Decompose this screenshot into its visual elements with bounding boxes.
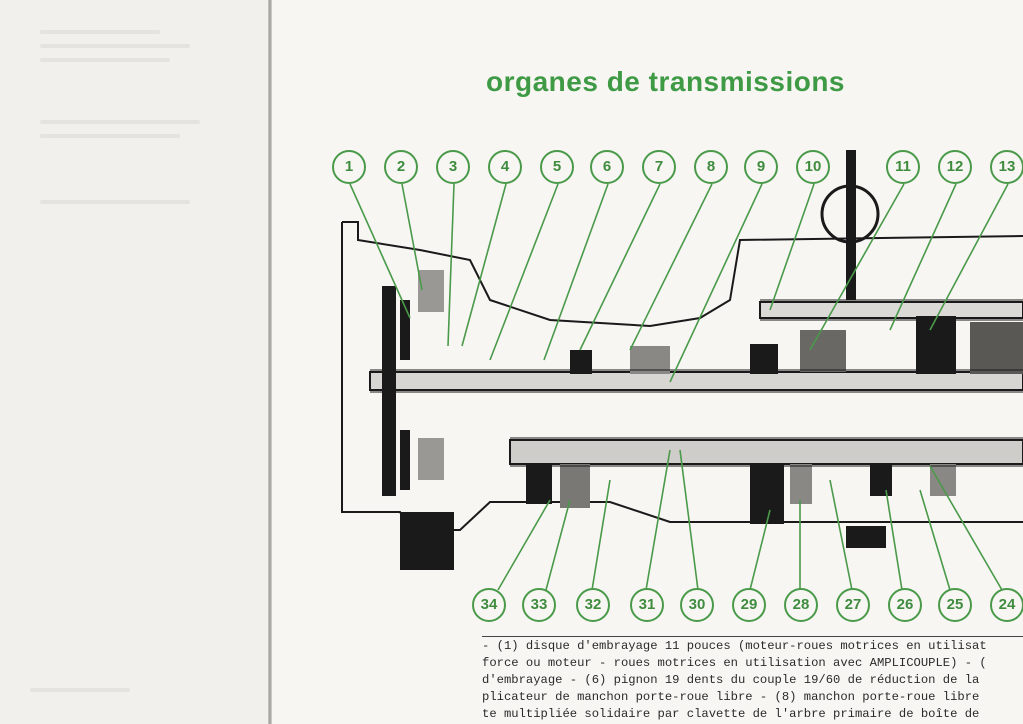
show-through-line	[40, 58, 170, 62]
callout-11: 11	[886, 150, 920, 184]
callout-26: 26	[888, 588, 922, 622]
callout-13: 13	[990, 150, 1023, 184]
callout-27: 27	[836, 588, 870, 622]
callout-24: 24	[990, 588, 1023, 622]
show-through-line	[40, 44, 190, 48]
book-fold	[268, 0, 272, 724]
caption-line: force ou moteur - roues motrices en util…	[482, 656, 987, 670]
show-through-line	[40, 200, 190, 204]
callout-6: 6	[590, 150, 624, 184]
callout-32: 32	[576, 588, 610, 622]
left-page	[0, 0, 270, 724]
callout-33: 33	[522, 588, 556, 622]
callout-7: 7	[642, 150, 676, 184]
callout-3: 3	[436, 150, 470, 184]
callout-10: 10	[796, 150, 830, 184]
caption-rule	[482, 636, 1023, 637]
callout-31: 31	[630, 588, 664, 622]
transmission-cross-section-drawing	[341, 150, 1023, 590]
callout-12: 12	[938, 150, 972, 184]
caption-text: - (1) disque d'embrayage 11 pouces (mote…	[482, 638, 1023, 724]
page-title: organes de transmissions	[486, 66, 846, 97]
show-through-line	[40, 30, 160, 34]
callout-2: 2	[384, 150, 418, 184]
callout-4: 4	[488, 150, 522, 184]
callout-29: 29	[732, 588, 766, 622]
callout-25: 25	[938, 588, 972, 622]
callout-1: 1	[332, 150, 366, 184]
caption-line: plicateur de manchon porte-roue libre - …	[482, 690, 980, 704]
callout-30: 30	[680, 588, 714, 622]
callout-34: 34	[472, 588, 506, 622]
caption-line: - (1) disque d'embrayage 11 pouces (mote…	[482, 639, 987, 653]
callout-9: 9	[744, 150, 778, 184]
show-through-line	[40, 120, 200, 124]
show-through-line	[30, 688, 130, 692]
callout-8: 8	[694, 150, 728, 184]
caption-line: d'embrayage - (6) pignon 19 dents du cou…	[482, 673, 980, 687]
caption-line: te multipliée solidaire par clavette de …	[482, 707, 980, 721]
show-through-line	[40, 134, 180, 138]
callout-28: 28	[784, 588, 818, 622]
callout-5: 5	[540, 150, 574, 184]
